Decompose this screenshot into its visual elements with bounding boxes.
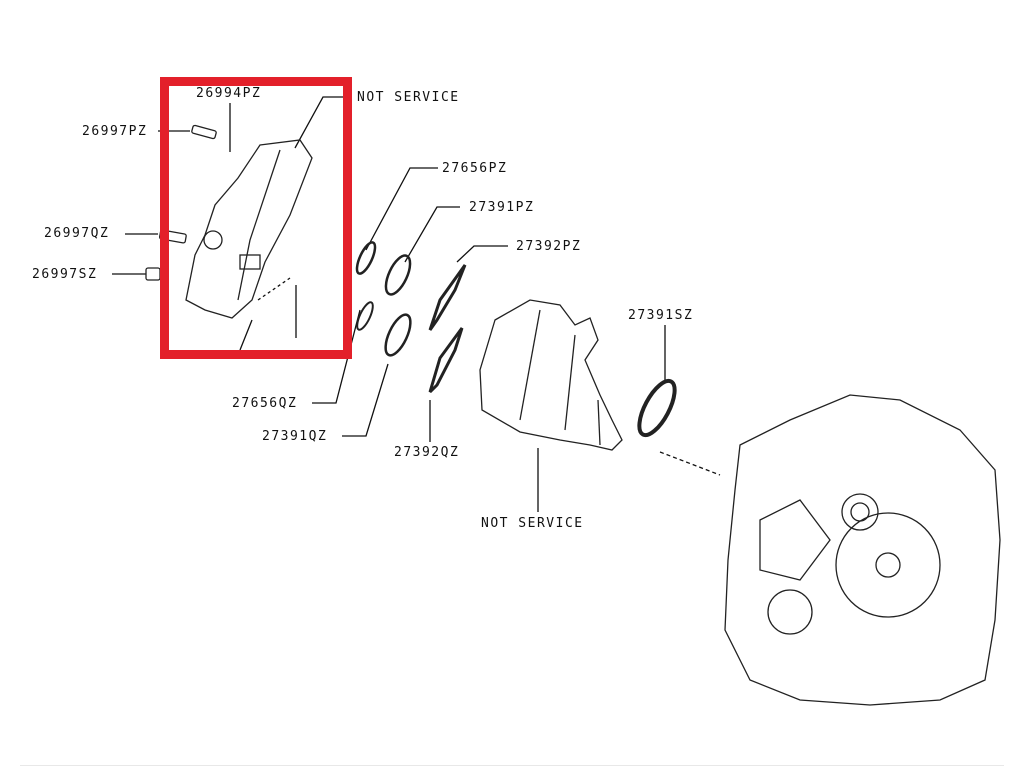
shim-27392PZ (428, 264, 467, 331)
shim-27392QZ (428, 327, 464, 394)
label-27391QZ[interactable]: 27391QZ (262, 429, 328, 444)
label-not-service-top: NOT SERVICE (357, 90, 460, 105)
label-27656PZ[interactable]: 27656PZ (442, 161, 508, 176)
differential-not-service (479, 299, 623, 451)
label-26994PZ[interactable]: 26994PZ (196, 86, 262, 101)
label-not-service-bottom: NOT SERVICE (481, 516, 584, 531)
seal-27656PZ (355, 241, 377, 275)
bearing-27391PZ (384, 254, 412, 296)
leader-lines (112, 96, 721, 512)
highlight-box (160, 77, 352, 359)
label-27392QZ[interactable]: 27392QZ (394, 445, 460, 460)
label-27391PZ[interactable]: 27391PZ (469, 200, 535, 215)
label-27391SZ[interactable]: 27391SZ (628, 308, 694, 323)
label-27656QZ[interactable]: 27656QZ (232, 396, 298, 411)
bearing-27391QZ (384, 313, 412, 357)
bolt-26997PZ (191, 124, 217, 140)
divider (20, 765, 1004, 766)
cover-not-service (185, 139, 313, 319)
label-27392PZ[interactable]: 27392PZ (516, 239, 582, 254)
bearing-27391SZ (637, 378, 677, 438)
seal-27656QZ (356, 301, 374, 331)
label-26997PZ[interactable]: 26997PZ (82, 124, 148, 139)
label-26997QZ[interactable]: 26997QZ (44, 226, 110, 241)
label-26997SZ[interactable]: 26997SZ (32, 267, 98, 282)
transaxle-case (724, 394, 1001, 706)
bolt-26997SZ (145, 267, 161, 281)
